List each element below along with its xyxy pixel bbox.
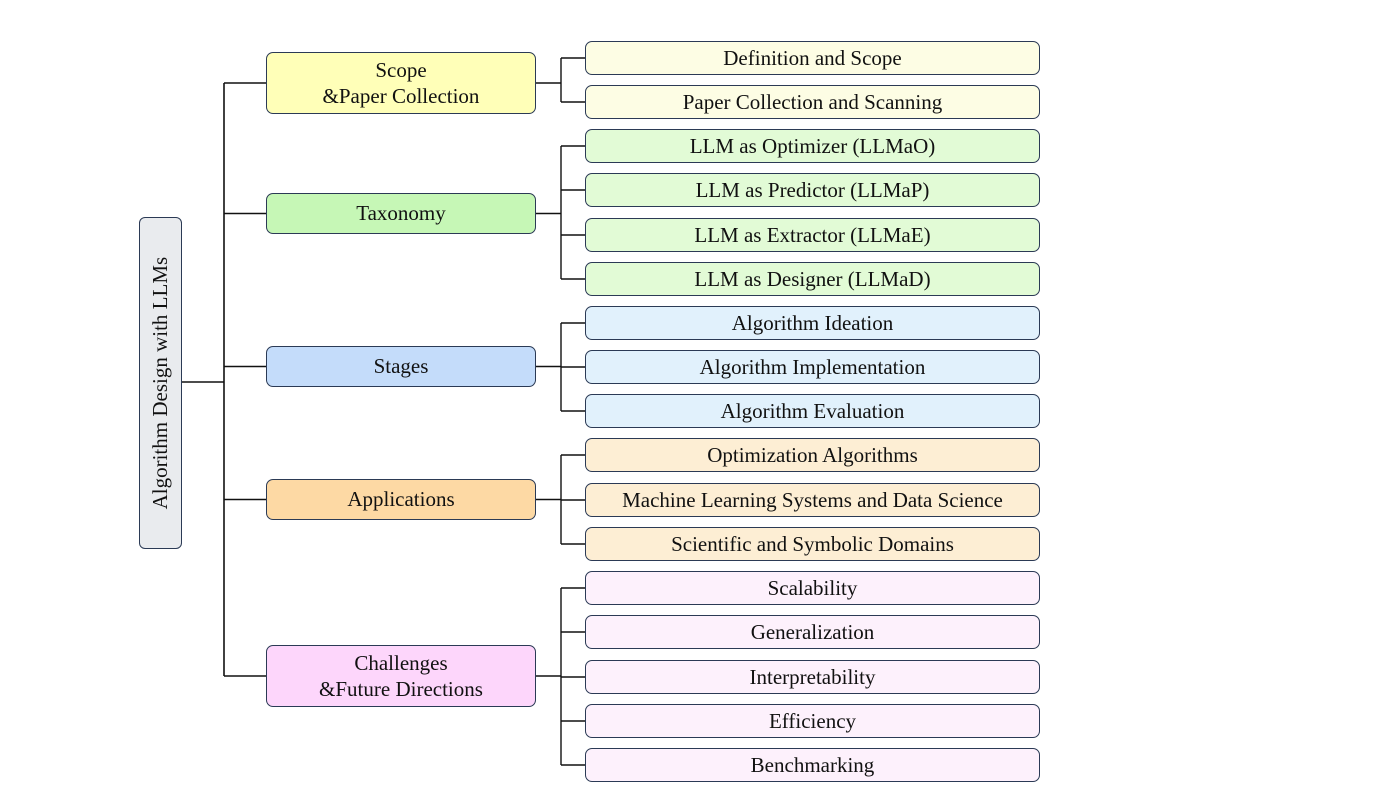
leaf-node: Optimization Algorithms	[585, 438, 1040, 472]
leaf-node: Efficiency	[585, 704, 1040, 738]
leaf-node: LLM as Predictor (LLMaP)	[585, 173, 1040, 207]
leaf-node: Algorithm Evaluation	[585, 394, 1040, 428]
root-node: Algorithm Design with LLMs	[139, 217, 182, 549]
leaf-node: LLM as Extractor (LLMaE)	[585, 218, 1040, 252]
category-node-4: Applications	[266, 479, 536, 520]
leaf-node: LLM as Designer (LLMaD)	[585, 262, 1040, 296]
category-node-1: Scope &Paper Collection	[266, 52, 536, 114]
leaf-node: Interpretability	[585, 660, 1040, 694]
leaf-node: Machine Learning Systems and Data Scienc…	[585, 483, 1040, 517]
leaf-node: Algorithm Ideation	[585, 306, 1040, 340]
root-label: Algorithm Design with LLMs	[148, 256, 173, 510]
category-node-5: Challenges &Future Directions	[266, 645, 536, 707]
leaf-node: Scientific and Symbolic Domains	[585, 527, 1040, 561]
leaf-node: LLM as Optimizer (LLMaO)	[585, 129, 1040, 163]
category-node-3: Stages	[266, 346, 536, 387]
leaf-node: Definition and Scope	[585, 41, 1040, 75]
leaf-node: Paper Collection and Scanning	[585, 85, 1040, 119]
leaf-node: Scalability	[585, 571, 1040, 605]
leaf-node: Generalization	[585, 615, 1040, 649]
leaf-node: Algorithm Implementation	[585, 350, 1040, 384]
leaf-node: Benchmarking	[585, 748, 1040, 782]
category-node-2: Taxonomy	[266, 193, 536, 234]
